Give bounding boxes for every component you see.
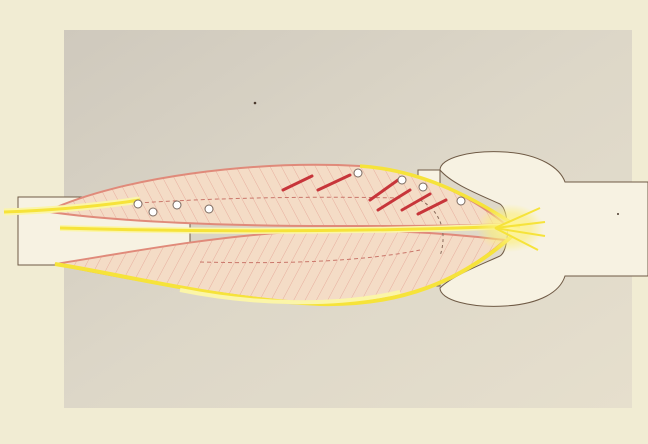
circle-marker-icon [457,197,465,205]
circle-marker-icon [134,200,142,208]
circle-marker-icon [419,183,427,191]
circle-marker-icon [398,176,406,184]
circle-marker-icon [149,208,157,216]
speck [617,213,619,215]
speck [254,102,257,105]
circle-marker-icon [354,169,362,177]
circle-marker-icon [173,201,181,209]
circle-marker-icon [205,205,213,213]
